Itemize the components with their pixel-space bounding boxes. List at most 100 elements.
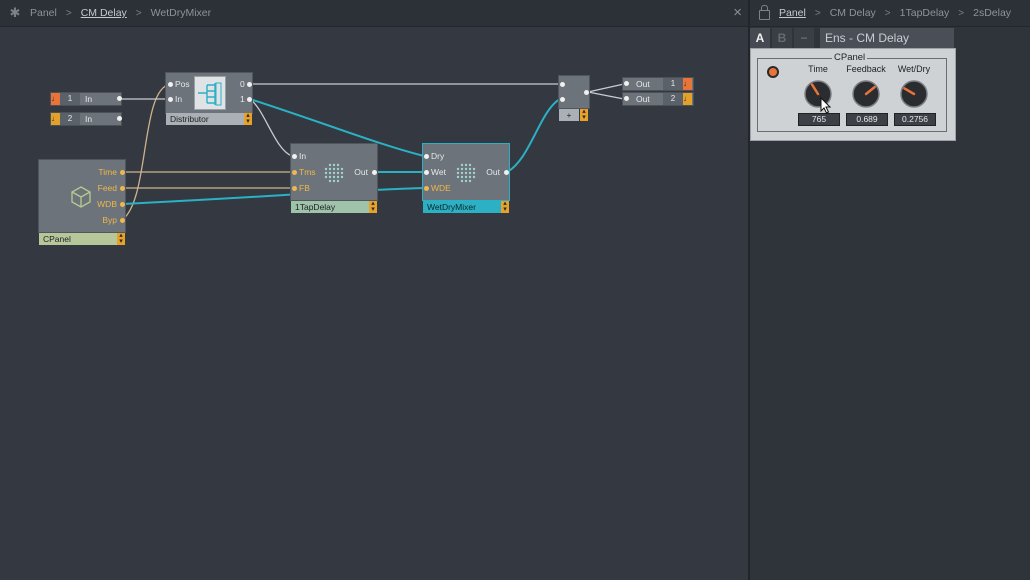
input-port-dot[interactable] — [560, 97, 565, 102]
cpanel-name-label: CPanel — [39, 233, 117, 245]
input-port-dot[interactable] — [168, 97, 173, 102]
module-menu-button[interactable]: ▴▾ — [244, 112, 252, 125]
knob-label-time: Time — [808, 64, 828, 74]
output-label: Out — [636, 94, 650, 104]
ensemble-title: Ens - CM Delay — [820, 28, 954, 48]
wetdrymixer-module[interactable]: Dry Wet WDE Out — [422, 143, 510, 201]
tapdelay-module[interactable]: In Tms FB Out — [290, 143, 378, 201]
input-port-dot[interactable] — [168, 82, 173, 87]
output-terminal-1[interactable]: Out 1 ♩ — [622, 77, 694, 91]
tapdelay-name-label: 1TapDelay — [291, 201, 369, 213]
port-feed: Feed — [97, 183, 117, 193]
cube-icon — [71, 186, 91, 208]
tab-b[interactable]: B — [772, 28, 792, 48]
output-port-dot[interactable] — [504, 170, 509, 175]
output-port-dot[interactable] — [120, 202, 125, 207]
wetdrymixer-name-label: WetDryMixer — [423, 201, 501, 213]
input-port-dot[interactable] — [560, 82, 565, 87]
output-channel-number: 2 — [663, 93, 683, 105]
output-port-dot[interactable] — [584, 90, 589, 95]
output-channel-number: 1 — [663, 78, 683, 90]
output-port-dot[interactable] — [120, 218, 125, 223]
knob-time[interactable] — [803, 79, 833, 109]
input-port-dot[interactable] — [292, 170, 297, 175]
breadcrumb-2sdelay[interactable]: 2sDelay — [973, 7, 1012, 19]
breadcrumb-panel[interactable]: Panel — [30, 7, 57, 19]
chevron-right-icon: > — [65, 7, 72, 19]
port-byp: Byp — [102, 215, 117, 225]
chevron-right-icon: > — [884, 7, 891, 19]
breadcrumb-cm-delay[interactable]: CM Delay — [829, 7, 876, 19]
input-port-dot[interactable] — [424, 154, 429, 159]
dsp-grid-icon — [456, 163, 476, 183]
module-menu-button[interactable]: ▴▾ — [580, 108, 588, 121]
value-readout-wetdry[interactable]: 0.2756 — [894, 113, 936, 126]
port-pos: Pos — [175, 79, 190, 89]
output-port-dot[interactable] — [120, 170, 125, 175]
output-label: Out — [636, 79, 650, 89]
input-terminal-1[interactable]: ♩ 1 In — [50, 92, 122, 106]
output-port-dot[interactable] — [247, 82, 252, 87]
mouse-cursor-icon — [820, 97, 832, 114]
output-port-dot[interactable] — [372, 170, 377, 175]
input-terminal-2[interactable]: ♩ 2 In — [50, 112, 122, 126]
port-wde: WDE — [431, 183, 451, 193]
port-in: In — [175, 94, 183, 104]
module-menu-button[interactable]: ▴▾ — [369, 200, 377, 213]
port-in: In — [299, 151, 307, 161]
panel-breadcrumb-bar: Panel > CM Delay > 1TapDelay > 2sDelay — [750, 0, 1030, 27]
adder-name-label: + — [559, 109, 579, 121]
input-port-dot[interactable] — [292, 154, 297, 159]
pane-divider[interactable] — [748, 0, 750, 580]
power-led-button[interactable] — [767, 66, 779, 78]
output-port-dot[interactable] — [120, 186, 125, 191]
port-wet: Wet — [431, 167, 446, 177]
tab-minus[interactable]: − — [794, 28, 814, 48]
port-1: 1 — [240, 94, 245, 104]
adder-module[interactable] — [558, 75, 590, 109]
port-time: Time — [98, 167, 117, 177]
chevron-right-icon: > — [135, 7, 142, 19]
value-readout-feedback[interactable]: 0.689 — [846, 113, 888, 126]
panel-tab-bar: A B − — [750, 28, 816, 48]
module-menu-button[interactable]: ▴▾ — [501, 200, 509, 213]
knob-label-feedback: Feedback — [846, 64, 886, 74]
tab-a[interactable]: A — [750, 28, 770, 48]
input-port-dot[interactable] — [424, 186, 429, 191]
input-port-dot[interactable] — [624, 81, 629, 86]
breadcrumb-wetdrymixer[interactable]: WetDryMixer — [150, 7, 212, 19]
cpanel-group-title: CPanel — [832, 52, 868, 63]
input-port-dot[interactable] — [424, 170, 429, 175]
lock-icon[interactable] — [759, 5, 770, 20]
port-fb: FB — [299, 183, 310, 193]
output-port-dot[interactable] — [117, 116, 122, 121]
cpanel-module[interactable]: Time Feed WDB Byp — [38, 159, 126, 233]
note-icon: ♩ — [683, 93, 692, 105]
breadcrumb-cm-delay[interactable]: CM Delay — [80, 7, 127, 19]
knob-wetdry[interactable] — [899, 79, 929, 109]
output-terminal-2[interactable]: Out 2 ♩ — [622, 92, 694, 106]
port-tms: Tms — [299, 167, 316, 177]
chevron-right-icon: > — [814, 7, 821, 19]
chevron-right-icon: > — [958, 7, 965, 19]
distributor-module[interactable]: Pos In 0 1 — [165, 72, 253, 114]
structure-breadcrumb-bar: ✱ Panel > CM Delay > WetDryMixer × — [0, 0, 748, 27]
knob-label-wetdry: Wet/Dry — [897, 64, 931, 74]
input-port-dot[interactable] — [624, 96, 629, 101]
note-icon: ♩ — [51, 93, 60, 105]
note-icon: ♩ — [51, 113, 60, 125]
gear-icon[interactable]: ✱ — [9, 5, 21, 20]
output-port-dot[interactable] — [117, 96, 122, 101]
breadcrumb-panel[interactable]: Panel — [779, 7, 806, 19]
close-icon[interactable]: × — [733, 4, 742, 21]
output-port-dot[interactable] — [247, 97, 252, 102]
port-dry: Dry — [431, 151, 445, 161]
dsp-grid-icon — [324, 163, 344, 183]
breadcrumb-1tapdelay[interactable]: 1TapDelay — [899, 7, 950, 19]
knob-feedback[interactable] — [851, 79, 881, 109]
port-wdb: WDB — [97, 199, 117, 209]
value-readout-time[interactable]: 765 — [798, 113, 840, 126]
input-port-dot[interactable] — [292, 186, 297, 191]
module-menu-button[interactable]: ▴▾ — [117, 232, 125, 245]
port-out: Out — [486, 167, 500, 177]
